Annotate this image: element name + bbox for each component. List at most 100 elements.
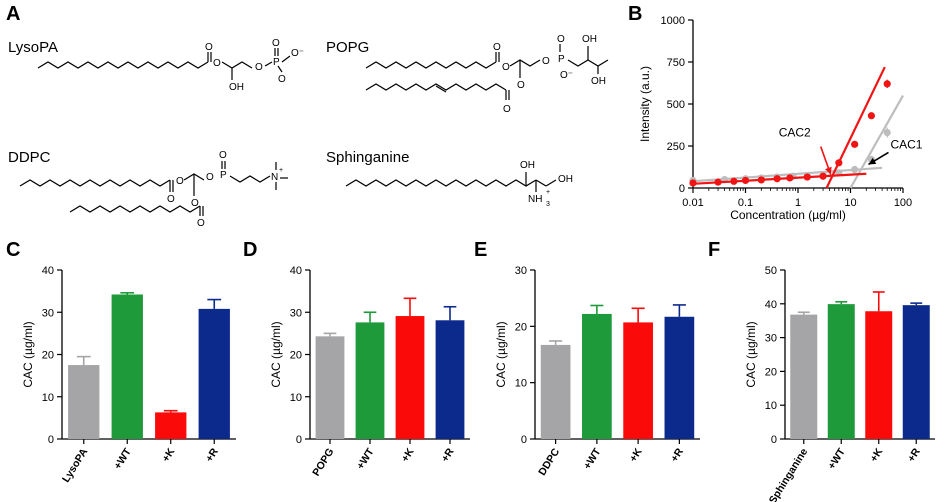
annotation-label: CAC2 <box>779 126 811 140</box>
x-tick-label: LysoPA <box>60 446 90 485</box>
panel-label-c: C <box>6 239 20 261</box>
x-tick-label: +R <box>668 446 686 464</box>
panel-label-e: E <box>474 239 487 261</box>
red-series-point <box>867 112 875 120</box>
x-tick-label: +R <box>439 446 457 464</box>
x-axis-label: Concentration (µg/ml) <box>730 208 846 222</box>
panel-label-b: B <box>628 3 642 25</box>
y-tick-label: 250 <box>667 141 685 153</box>
y-tick-label: 0 <box>296 434 302 446</box>
x-tick-label: Sphinganine <box>767 446 811 502</box>
gray-series-fit-high <box>849 95 904 189</box>
red-series-point <box>803 173 811 181</box>
x-tick-label: +WT <box>581 446 603 472</box>
bar <box>435 320 465 439</box>
bar <box>315 336 345 439</box>
panel-label-f: F <box>708 239 720 261</box>
red-series-point <box>689 179 697 187</box>
popg-atom: OH <box>591 76 606 87</box>
popg-atom: O <box>503 104 511 115</box>
x-tick-label: +K <box>868 446 886 464</box>
x-tick-label: 100 <box>894 197 912 209</box>
popg-atom: P <box>558 54 565 65</box>
lysopa-bond <box>264 61 273 67</box>
ddpc-atom: O <box>176 176 184 187</box>
y-tick-label: 30 <box>765 333 777 345</box>
y-tick-label: 30 <box>42 307 54 319</box>
ddpc-chain-1 <box>19 179 171 187</box>
ddpc-atom: P <box>220 170 227 181</box>
panel-label-a: A <box>6 3 20 25</box>
ddpc-atom: O <box>206 172 214 183</box>
lysopa-glycerol <box>221 61 253 69</box>
y-tick-label: 40 <box>290 265 302 277</box>
bar <box>155 412 187 439</box>
y-tick-label: 40 <box>42 265 54 277</box>
red-series-point <box>730 177 738 185</box>
y-tick-label: 20 <box>515 321 527 333</box>
x-tick-label: +WT <box>826 446 848 472</box>
x-tick-label: +WT <box>354 446 376 472</box>
x-tick-label: +K <box>399 446 417 464</box>
popg-atom: O <box>493 42 501 53</box>
x-tick-label: 0.1 <box>738 197 753 209</box>
red-series-point <box>786 174 794 182</box>
y-tick-label: 1000 <box>661 15 685 27</box>
ddpc-chain-2 <box>69 205 201 213</box>
bar <box>355 322 385 439</box>
ddpc-atom: N <box>271 172 278 183</box>
y-axis-label: Intensity (a.u.) <box>638 66 652 142</box>
y-tick-label: 0 <box>771 434 777 446</box>
popg-atom: O⁻ <box>560 70 573 81</box>
lysopa-atom: O <box>213 58 221 69</box>
annotation-arrowhead <box>868 157 877 165</box>
bar <box>902 305 930 439</box>
popg-structure: POPG O O O P O O⁻ OH OH O O <box>326 34 609 115</box>
bar <box>68 365 100 439</box>
red-series-point <box>835 159 843 167</box>
popg-chain-1 <box>365 61 497 69</box>
x-tick-label: +R <box>905 446 923 464</box>
lysopa-atom: O <box>255 62 263 73</box>
red-series-point <box>883 80 891 88</box>
sphinganine-atom: + <box>546 189 550 196</box>
popg-atom: O <box>517 80 525 91</box>
y-tick-label: 40 <box>765 299 777 311</box>
lysopa-bond <box>277 65 283 73</box>
lysopa-name: LysoPA <box>8 39 58 56</box>
red-series-point <box>757 176 765 184</box>
x-tick-label: 10 <box>844 197 856 209</box>
sphinganine-bond <box>545 179 557 187</box>
y-tick-label: 10 <box>290 392 302 404</box>
y-tick-label: 50 <box>765 265 777 277</box>
bar <box>198 308 230 439</box>
bar <box>623 322 653 439</box>
red-series-point <box>773 175 781 183</box>
bar <box>111 294 143 439</box>
y-tick-label: 750 <box>667 57 685 69</box>
y-axis-label: CAC (µg/ml) <box>744 321 758 387</box>
y-tick-label: 0 <box>521 434 527 446</box>
lysopa-chain <box>37 61 209 69</box>
y-tick-label: 20 <box>42 350 54 362</box>
popg-atom: O <box>542 56 550 67</box>
x-tick-label: +K <box>627 446 645 464</box>
gray-series-point <box>883 128 891 137</box>
panel-a: A LysoPA O O OH O P O O⁻ O POPG <box>6 3 609 229</box>
sphinganine-chain <box>345 179 537 187</box>
x-tick-label: DDPC <box>536 446 562 478</box>
y-tick-label: 10 <box>515 378 527 390</box>
y-tick-label: 30 <box>290 307 302 319</box>
bar <box>540 344 571 439</box>
lysopa-structure: LysoPA O O OH O P O O⁻ O <box>8 38 304 93</box>
sphinganine-atom: NH <box>528 194 542 205</box>
y-axis-label: CAC (µg/ml) <box>494 321 508 387</box>
